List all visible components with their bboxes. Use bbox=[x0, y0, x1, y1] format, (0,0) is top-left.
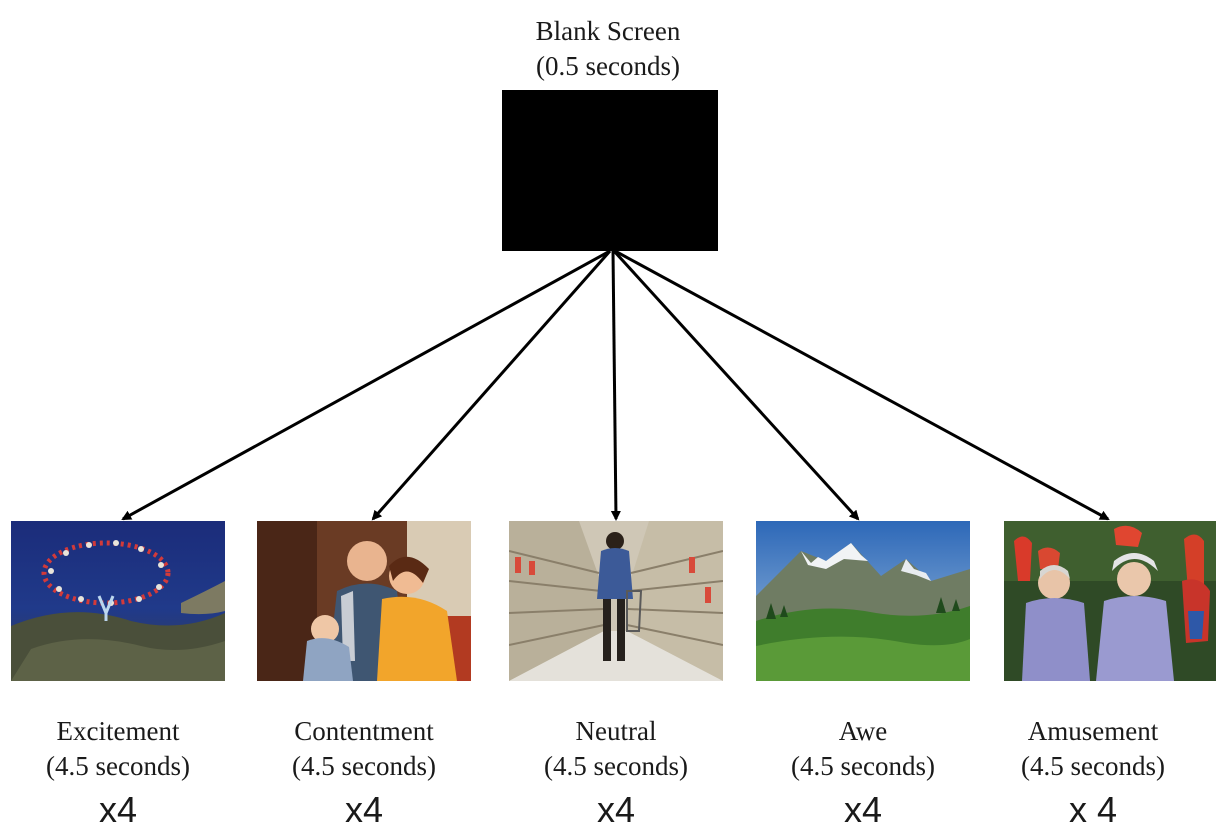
condition-name: Excitement bbox=[56, 716, 180, 746]
condition-name: Amusement bbox=[1027, 716, 1159, 746]
condition-name: Awe bbox=[838, 716, 888, 746]
contentment-image bbox=[257, 521, 471, 681]
excitement-image bbox=[11, 521, 225, 681]
condition-repeats: x4 bbox=[843, 789, 883, 830]
caption-awe: Awe (4.5 seconds) x4 bbox=[743, 714, 983, 832]
caption-amusement: Amusement (4.5 seconds) x 4 bbox=[973, 714, 1213, 832]
blank-screen-label: Blank Screen (0.5 seconds) bbox=[408, 14, 808, 84]
condition-repeats: x 4 bbox=[1068, 789, 1118, 830]
condition-duration: (4.5 seconds) bbox=[1021, 751, 1165, 781]
condition-repeats: x4 bbox=[596, 789, 636, 830]
condition-name: Neutral bbox=[575, 716, 657, 746]
caption-neutral: Neutral (4.5 seconds) x4 bbox=[496, 714, 736, 832]
arrow-to-excitement bbox=[121, 249, 611, 521]
condition-duration: (4.5 seconds) bbox=[292, 751, 436, 781]
caption-contentment: Contentment (4.5 seconds) x4 bbox=[244, 714, 484, 832]
condition-duration: (4.5 seconds) bbox=[791, 751, 935, 781]
condition-repeats: x4 bbox=[344, 789, 384, 830]
arrow-to-amusement bbox=[614, 249, 1110, 521]
blank-screen-title: Blank Screen bbox=[535, 16, 681, 46]
awe-image bbox=[756, 521, 970, 681]
arrow-to-neutral bbox=[610, 250, 621, 521]
condition-duration: (4.5 seconds) bbox=[46, 751, 190, 781]
blank-screen-duration: (0.5 seconds) bbox=[536, 51, 680, 81]
condition-name: Contentment bbox=[294, 716, 434, 746]
arrow-to-contentment bbox=[371, 250, 612, 521]
condition-repeats: x4 bbox=[98, 789, 138, 830]
arrow-to-awe bbox=[612, 249, 860, 521]
condition-duration: (4.5 seconds) bbox=[544, 751, 688, 781]
blank-screen-box bbox=[502, 90, 718, 251]
amusement-image bbox=[1004, 521, 1216, 681]
neutral-image bbox=[509, 521, 723, 681]
caption-excitement: Excitement (4.5 seconds) x4 bbox=[0, 714, 238, 832]
